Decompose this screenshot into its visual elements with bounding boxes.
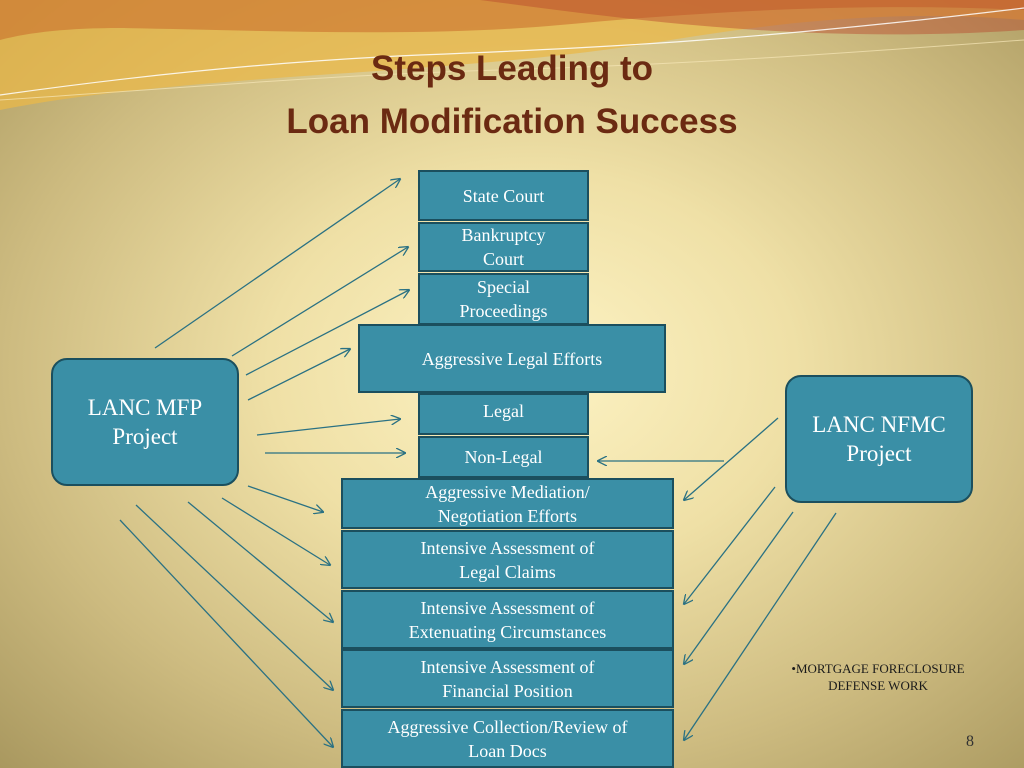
lanc-nfmc-project-box: LANC NFMC Project — [785, 375, 973, 503]
step-special-proceedings: Special Proceedings — [418, 273, 589, 325]
step-assessment-legal-claims-label: Intensive Assessment of Legal Claims — [420, 537, 595, 582]
step-collection-review-label: Aggressive Collection/Review of Loan Doc… — [387, 716, 628, 761]
step-assessment-extenuating-label: Intensive Assessment of Extenuating Circ… — [408, 597, 607, 642]
step-assessment-extenuating: Intensive Assessment of Extenuating Circ… — [341, 590, 674, 649]
step-bankruptcy-court: Bankruptcy Court — [418, 222, 589, 272]
slide-title: Steps Leading to Loan Modification Succe… — [0, 42, 1024, 148]
step-aggressive-mediation: Aggressive Mediation/ Negotiation Effort… — [341, 478, 674, 529]
footnote-line-2: DEFENSE WORK — [828, 678, 928, 693]
step-aggressive-legal-efforts-label: Aggressive Legal Efforts — [421, 348, 603, 369]
step-non-legal: Non-Legal — [418, 436, 589, 478]
step-non-legal-label: Non-Legal — [464, 447, 543, 467]
lanc-nfmc-project-label: LANC NFMC Project — [812, 412, 946, 466]
step-legal: Legal — [418, 393, 589, 435]
step-aggressive-legal-efforts: Aggressive Legal Efforts — [358, 324, 666, 393]
step-legal-label: Legal — [483, 401, 524, 421]
page-number: 8 — [966, 733, 974, 750]
lanc-mfp-project-label: LANC MFP Project — [87, 395, 203, 449]
step-aggressive-mediation-label: Aggressive Mediation/ Negotiation Effort… — [425, 481, 590, 526]
step-assessment-financial: Intensive Assessment of Financial Positi… — [341, 649, 674, 708]
step-special-proceedings-label: Special Proceedings — [459, 277, 548, 321]
footnote-line-1: •MORTGAGE FORECLOSURE — [791, 661, 965, 676]
step-assessment-financial-label: Intensive Assessment of Financial Positi… — [420, 656, 595, 701]
step-bankruptcy-court-label: Bankruptcy Court — [461, 225, 546, 269]
title-line-1: Steps Leading to — [371, 49, 653, 88]
lanc-mfp-project-box: LANC MFP Project — [51, 358, 239, 486]
footnote: •MORTGAGE FORECLOSURE DEFENSE WORK — [772, 660, 984, 694]
step-collection-review: Aggressive Collection/Review of Loan Doc… — [341, 709, 674, 768]
title-line-2: Loan Modification Success — [286, 102, 738, 141]
step-state-court: State Court — [418, 170, 589, 221]
step-assessment-legal-claims: Intensive Assessment of Legal Claims — [341, 530, 674, 589]
step-state-court-label: State Court — [462, 185, 545, 206]
